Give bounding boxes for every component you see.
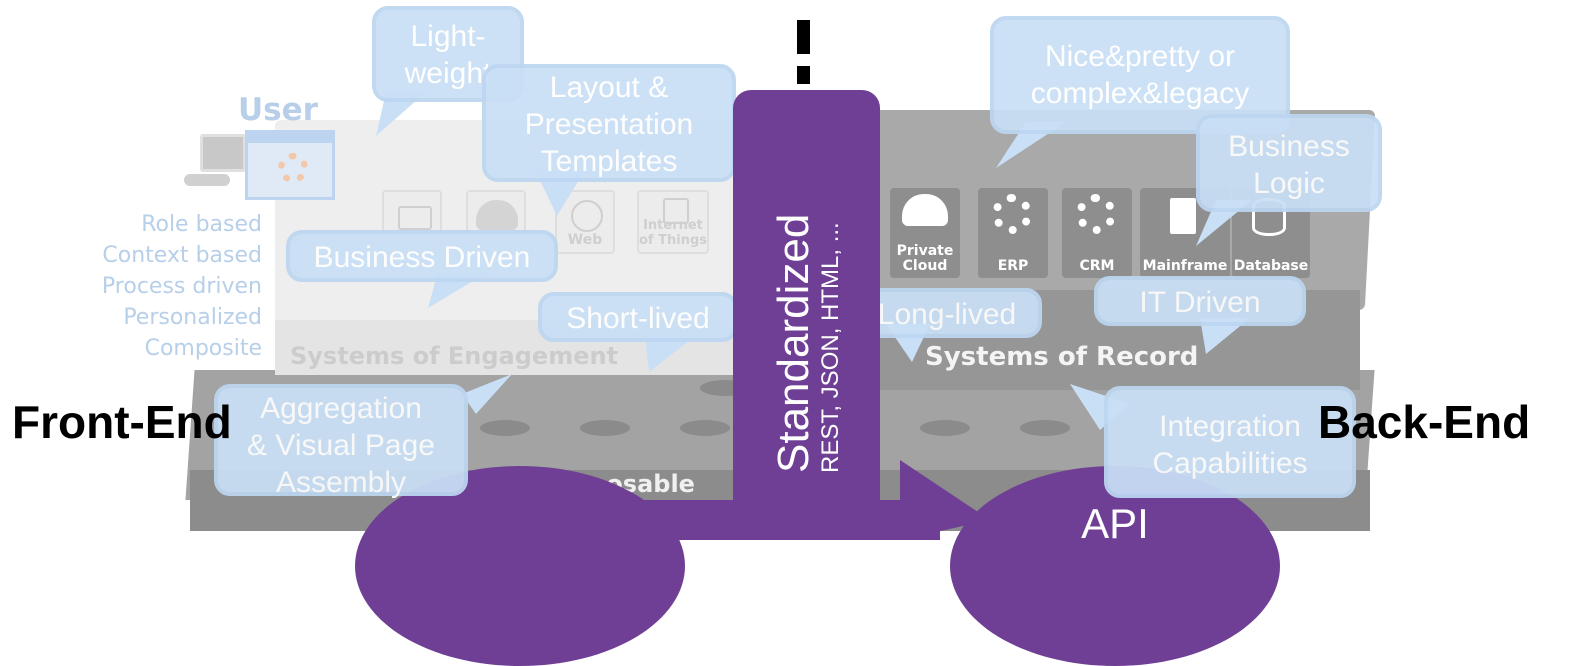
api-label: API (1081, 500, 1149, 547)
user-label: User (238, 92, 318, 128)
engagement-title: Systems of Engagement (290, 342, 619, 370)
bubble-business-driven: Business Driven (286, 230, 558, 282)
bubble-nice-pretty: Nice&pretty or complex&legacy (990, 16, 1290, 134)
stud (920, 420, 970, 436)
globe-icon (571, 200, 603, 232)
center-dash-top (797, 20, 810, 54)
crm-label: CRM (1079, 258, 1115, 274)
lock-cloud-icon (902, 194, 948, 226)
bubble-it-driven: IT Driven (1094, 276, 1306, 326)
erp-label: ERP (997, 258, 1029, 274)
computer-icon (180, 130, 250, 200)
bubble-aggregation: Aggregation & Visual Page Assembly (214, 384, 468, 499)
mainframe-tile: Mainframe (1140, 188, 1230, 278)
bubble-business-logic: Business Logic (1196, 114, 1382, 212)
feature-personalized: Personalized (123, 305, 262, 330)
feature-role-based: Role based (141, 212, 262, 237)
center-dash-mid (797, 66, 810, 84)
back-end-label: Back-End (1318, 396, 1531, 448)
cloud-icon (476, 200, 518, 230)
stud (580, 420, 630, 436)
stud (680, 420, 730, 436)
mobile-icon (398, 206, 432, 230)
arrow-head-icon (900, 460, 990, 540)
private-cloud-label: Private Cloud (896, 243, 954, 274)
gear-icon (992, 194, 1032, 234)
bubble-long-lived: Long-lived (852, 288, 1042, 338)
bubble-tail (645, 336, 695, 372)
app-window-icon (245, 130, 335, 200)
stud (480, 420, 530, 436)
bubble-tail (462, 374, 512, 414)
bubble-integration: Integration Capabilities (1104, 386, 1356, 498)
web-label: Web (567, 232, 603, 248)
feature-process-driven: Process driven (101, 274, 262, 299)
iot-label: Internet of Things (639, 218, 707, 248)
bubble-layout: Layout & Presentation Templates (482, 64, 736, 182)
chip-icon (663, 198, 689, 224)
bubble-tail (1200, 318, 1250, 354)
standardized-text-wrap: Standardized REST, JSON, HTML, ... (769, 173, 844, 473)
database-label: Database (1233, 258, 1309, 274)
gear-icon (278, 153, 308, 183)
feature-composite: Composite (144, 336, 262, 361)
iot-tile: Internet of Things (637, 190, 709, 254)
bubble-tail (376, 92, 426, 136)
gear-icon (1076, 194, 1116, 234)
standardized-title: Standardized (769, 213, 818, 473)
mainframe-label: Mainframe (1142, 258, 1228, 274)
mainframe-icon (1170, 198, 1196, 234)
stud (1020, 420, 1070, 436)
standardized-bar: Standardized REST, JSON, HTML, ... (733, 90, 880, 531)
standardized-subtitle: REST, JSON, HTML, ... (817, 222, 844, 473)
crm-tile: CRM (1062, 188, 1132, 278)
front-end-label: Front-End (12, 396, 232, 448)
erp-tile: ERP (978, 188, 1048, 278)
record-title: Systems of Record (925, 342, 1199, 372)
bubble-short-lived: Short-lived (538, 292, 738, 342)
bubble-tail (1070, 384, 1130, 430)
feature-context-based: Context based (102, 243, 262, 268)
private-cloud-tile: Private Cloud (890, 188, 960, 278)
